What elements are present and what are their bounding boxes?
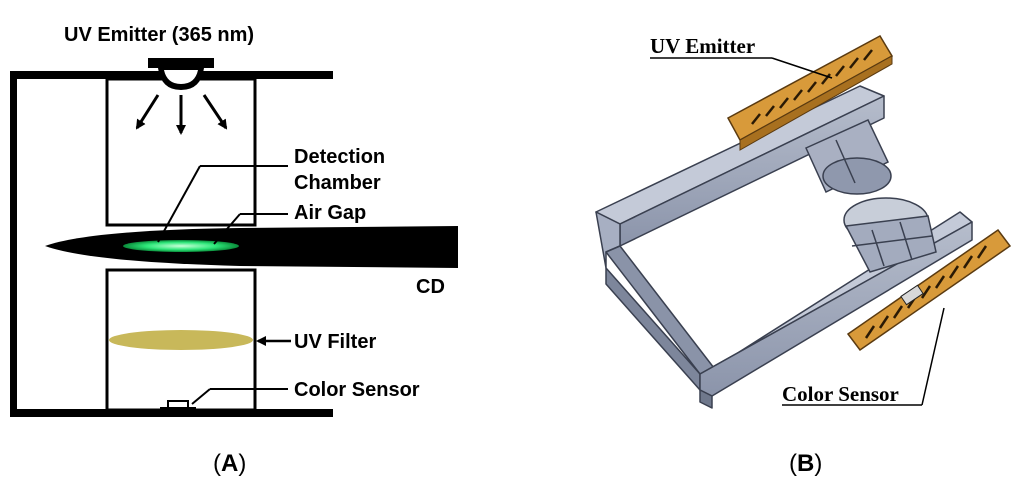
uv-filter <box>109 330 253 350</box>
panel-a: UV Emitter (365 nm) Detection Chamber Ai… <box>10 24 458 477</box>
uv-lamp-icon <box>148 58 214 90</box>
panel-b: UV Emitter Color Sensor (B) <box>595 34 1012 477</box>
left-wall <box>10 71 17 417</box>
sensor-cylinder <box>843 197 937 273</box>
panel-a-caption: (A) <box>213 450 246 477</box>
uv-emitter-pcb <box>726 34 894 151</box>
color-sensor-chip-icon <box>160 400 196 413</box>
cd-label: CD <box>416 276 445 298</box>
arrow-down-icon <box>202 94 228 130</box>
uv-emitter-leader-diag <box>771 57 833 79</box>
color-sensor-leader-b-diag <box>921 307 945 406</box>
arrow-down-icon <box>135 94 160 130</box>
detection-leader-diag <box>157 165 201 243</box>
color-sensor-label-b: Color Sensor <box>782 382 899 406</box>
color-sensor-label: Color Sensor <box>294 379 420 401</box>
color-sensor-pcb <box>846 228 1012 352</box>
uv-filter-label: UV Filter <box>294 331 376 353</box>
panel-b-caption: (B) <box>789 450 822 477</box>
detection-chamber-label-line1: Detection <box>294 146 385 168</box>
uv-emitter-label: UV Emitter (365 nm) <box>64 24 254 46</box>
air-gap-label: Air Gap <box>294 202 366 224</box>
air-gap-leader-diag <box>213 213 241 245</box>
detection-chamber-glow <box>123 240 239 252</box>
emitter-cylinder <box>805 119 892 195</box>
detection-chamber-label-line2: Chamber <box>294 172 381 194</box>
color-sensor-leader-diag <box>191 388 211 405</box>
cd-disk <box>45 226 458 268</box>
uv-emitter-label-b: UV Emitter <box>650 34 755 58</box>
